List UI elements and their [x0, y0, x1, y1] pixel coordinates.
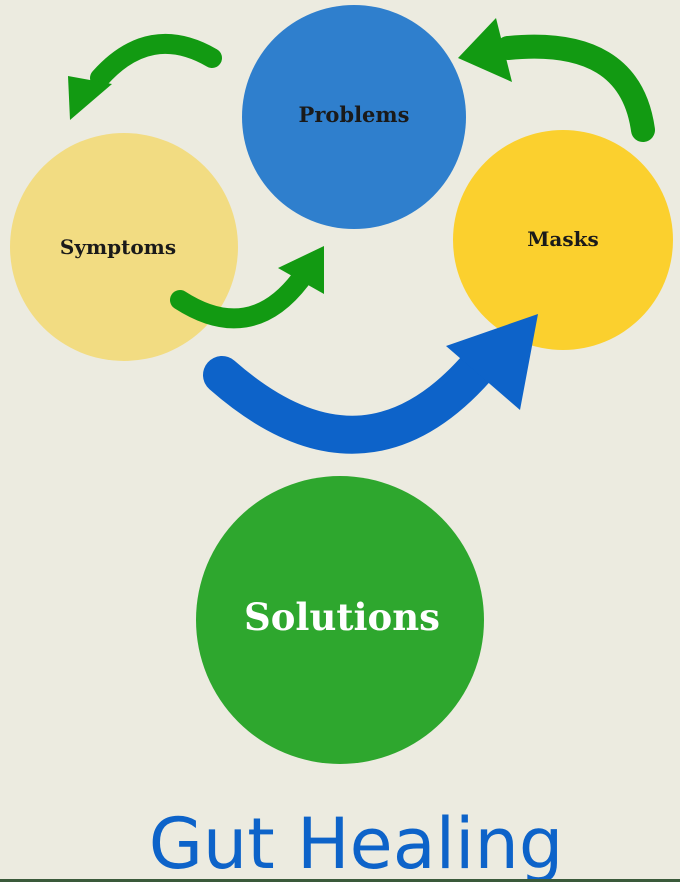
- problems-label: Problems: [299, 102, 410, 127]
- arrow-symptoms-to-masks: [203, 314, 538, 454]
- node-solutions: [196, 476, 484, 764]
- arrow-symptoms-to-problems: [170, 246, 324, 329]
- bottom-rule: [0, 879, 680, 882]
- solutions-label: Solutions: [244, 595, 440, 639]
- diagram-title: Gut Healing: [149, 803, 564, 882]
- arrow-masks-to-problems: [458, 18, 655, 142]
- node-problems: [242, 5, 466, 229]
- symptoms-label: Symptoms: [60, 235, 176, 259]
- arrow-problems-to-symptoms: [68, 33, 222, 120]
- node-masks: [453, 130, 673, 350]
- masks-label: Masks: [527, 227, 598, 251]
